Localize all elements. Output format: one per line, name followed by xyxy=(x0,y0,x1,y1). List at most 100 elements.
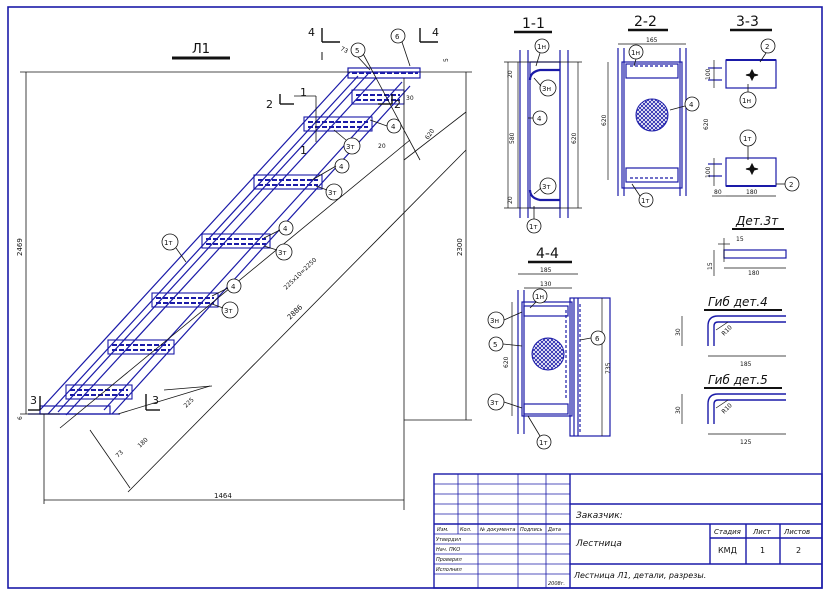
s33-dim-100b: 100 xyxy=(705,166,712,178)
cut-1-bottom: 1 xyxy=(300,144,307,157)
s44-dim-130: 130 xyxy=(540,281,552,288)
callout-4d: 4 xyxy=(231,283,236,291)
detail-3t: Дет.3т 15 15 180 xyxy=(707,214,787,277)
callout-4a: 4 xyxy=(391,123,396,131)
stamp-sheet-header: Лист xyxy=(752,528,772,536)
callout-1t: 1т xyxy=(164,239,173,247)
dim-6: 6 xyxy=(17,416,24,420)
callout-5: 5 xyxy=(355,47,359,55)
dim-20: 20 xyxy=(378,143,386,150)
s22-dim-620: 620 xyxy=(601,114,608,126)
s22-mesh xyxy=(635,98,669,132)
stamp-col-kol: Кол. xyxy=(460,527,471,533)
stamp-object: Лестница xyxy=(575,539,622,549)
s44-dim-185: 185 xyxy=(540,267,552,274)
s22-callout-1t: 1т xyxy=(641,197,650,205)
dim-2886: 2886 xyxy=(286,303,305,322)
det3t-dim-180: 180 xyxy=(748,270,760,277)
stamp-col-izm: Изм. xyxy=(437,527,449,533)
det3t-dim-15a: 15 xyxy=(736,236,744,243)
callout-6: 6 xyxy=(395,33,400,41)
s11-dim-20a: 20 xyxy=(507,70,514,78)
s11-callout-1t: 1т xyxy=(529,223,538,231)
section-3-3-title: 3-3 xyxy=(736,14,759,30)
s44-mesh xyxy=(531,337,565,371)
s44-callout-1n: 1н xyxy=(535,293,544,301)
s44-callout-5: 5 xyxy=(493,341,497,349)
s33-dim-80: 80 xyxy=(714,189,722,196)
sheet-frame xyxy=(7,6,823,589)
section-3-3: 3-3 100 620 100 80 180 2 1н xyxy=(703,14,800,197)
dim-620: 620 xyxy=(424,128,436,142)
section-4-4: 4-4 185 130 620 735 xyxy=(487,246,612,450)
callout-3tc: 3т xyxy=(278,249,287,257)
s44-callout-3t: 3т xyxy=(490,399,499,407)
section-2-2-title: 2-2 xyxy=(634,14,657,30)
stamp-stage: КМД xyxy=(718,546,737,555)
dim-30: 30 xyxy=(406,95,414,102)
stamp-customer: Заказчик: xyxy=(576,511,623,521)
s33-callout-1t: 1т xyxy=(743,135,752,143)
s44-dim-620: 620 xyxy=(503,356,510,368)
dim-2300: 2300 xyxy=(456,238,464,256)
s44-dim-735: 735 xyxy=(605,362,612,374)
bend4-dim-30: 30 xyxy=(675,328,682,336)
s44-callout-6: 6 xyxy=(595,335,600,343)
callout-3tb: 3т xyxy=(328,189,337,197)
stamp-sheets-header: Листов xyxy=(783,528,810,536)
dim-2469: 2469 xyxy=(16,238,24,256)
detail-3t-title: Дет.3т xyxy=(735,214,779,228)
cut-1-top: 1 xyxy=(300,86,307,99)
s11-callout-3n: 3н xyxy=(542,85,551,93)
s22-callout-1n: 1н xyxy=(631,49,640,57)
stamp-sheets: 2 xyxy=(796,546,801,555)
stamp-col-date: Дата xyxy=(547,527,561,533)
s11-dim-620: 620 xyxy=(571,132,578,144)
main-title: Л1 xyxy=(192,42,210,57)
stamp-year: 2008г. xyxy=(548,581,565,587)
bend-detail-4: Гиб дет.4 30 R10 185 xyxy=(675,295,786,368)
s11-dim-20b: 20 xyxy=(507,196,514,204)
dim-180: 180 xyxy=(137,436,150,449)
dim-2250: 225х10=2250 xyxy=(283,256,319,291)
stamp-row-head: Нач. ПКО xyxy=(436,547,460,553)
stamp-sheet: 1 xyxy=(760,546,765,555)
s22-callout-4: 4 xyxy=(689,101,694,109)
dim-73: 73 xyxy=(339,45,349,55)
stamp-col-sign: Подпись xyxy=(520,527,543,533)
callout-4c: 4 xyxy=(283,225,288,233)
s44-callout-1t: 1т xyxy=(539,439,548,447)
cut-2-right: 2 xyxy=(394,98,401,111)
cut-3-left: 3 xyxy=(30,394,37,407)
s22-dim-165: 165 xyxy=(646,37,658,44)
s33-callout-1n: 1н xyxy=(742,97,751,105)
bend-4-title: Гиб дет.4 xyxy=(708,295,768,309)
s33-dim-100a: 100 xyxy=(705,68,712,80)
main-stair-view: Л1 xyxy=(16,26,472,510)
callout-3ta: 3т xyxy=(346,143,355,151)
s33-callout-2a: 2 xyxy=(765,43,769,51)
section-1-1: 1-1 20 580 620 20 1н 3н 4 3т 1т xyxy=(504,16,582,234)
title-block: Изм. Кол. № документа Подпись Дата Утвер… xyxy=(433,473,823,589)
section-1-1-title: 1-1 xyxy=(522,16,545,32)
dim-225: 225 xyxy=(183,396,196,409)
section-4-4-title: 4-4 xyxy=(536,246,559,262)
s33-dim-180: 180 xyxy=(746,189,758,196)
dim-1464: 1464 xyxy=(214,492,232,500)
cut-2-left: 2 xyxy=(266,98,273,111)
stamp-col-doc: № документа xyxy=(479,527,515,533)
bend-5-title: Гиб дет.5 xyxy=(708,373,768,387)
stamp-row-exec: Исполнил xyxy=(436,567,463,573)
s11-callout-4: 4 xyxy=(537,115,542,123)
bend-detail-5: Гиб дет.5 30 R10 125 xyxy=(675,373,786,446)
s33-dim-620: 620 xyxy=(703,118,710,130)
s11-callout-1n: 1н xyxy=(537,43,546,51)
section-2-2: 2-2 165 620 1н 4 1т xyxy=(601,14,700,208)
bend5-dim-125: 125 xyxy=(740,439,752,446)
stamp-stage-header: Стадия xyxy=(714,528,741,536)
dim-73b: 73 xyxy=(115,449,125,459)
s44-callout-3n: 3н xyxy=(490,317,499,325)
dim-5: 5 xyxy=(443,58,450,62)
det3t-dim-15b: 15 xyxy=(707,262,714,270)
